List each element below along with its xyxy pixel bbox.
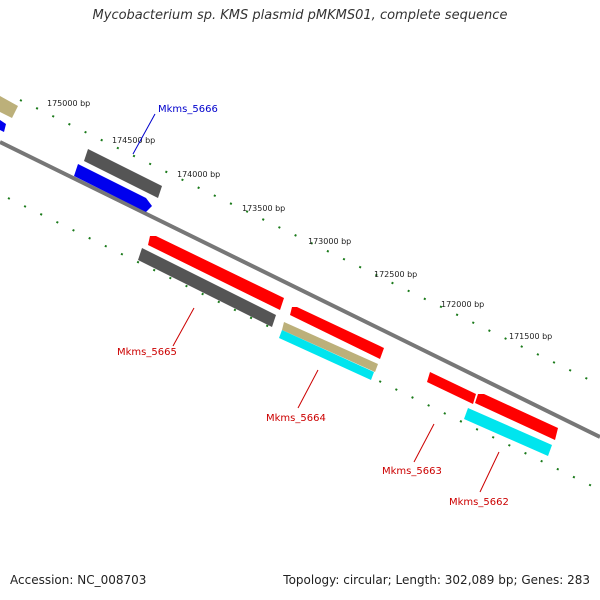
tick-label: 172000 bp	[441, 300, 484, 309]
tick-label: 172500 bp	[374, 270, 417, 279]
tick-label: 171500 bp	[509, 332, 552, 341]
tick-label: 175000 bp	[47, 99, 90, 108]
blue-gene-arrow	[0, 120, 6, 132]
label-leader-line	[132, 113, 156, 155]
topology-text: Topology: circular; Length: 302,089 bp; …	[283, 573, 590, 587]
gene-mkms-5663[interactable]	[427, 372, 476, 404]
tan-feature	[0, 96, 18, 118]
tick-label: 174500 bp	[112, 136, 155, 145]
red-gene-arrow[interactable]	[475, 394, 558, 440]
cyan-feature	[464, 408, 552, 456]
tan-feature	[282, 322, 378, 372]
plasmid-backbone	[0, 140, 600, 439]
label-leader-line	[413, 423, 435, 463]
label-leader-line	[172, 307, 195, 347]
tick-label: 173500 bp	[242, 204, 285, 213]
red-gene-arrow[interactable]	[290, 307, 384, 359]
cyan-feature	[279, 330, 374, 380]
grey-feature	[84, 149, 162, 198]
label-leader-line	[297, 369, 319, 409]
map-title: Mycobacterium sp. KMS plasmid pMKMS01, c…	[92, 8, 508, 23]
gene-label-mkms-5662[interactable]: Mkms_5662	[449, 497, 509, 508]
gene-label-mkms-5664[interactable]: Mkms_5664	[266, 413, 326, 424]
accession-text: Accession: NC_008703	[10, 573, 147, 587]
gene-label-mkms-5665[interactable]: Mkms_5665	[117, 347, 177, 358]
gene-label-mkms-5666[interactable]: Mkms_5666	[158, 104, 218, 115]
tick-label: 174000 bp	[177, 170, 220, 179]
tick-label: 173000 bp	[308, 237, 351, 246]
label-leader-line	[479, 451, 500, 493]
gene-mkms-5666[interactable]	[74, 164, 152, 212]
gene-label-mkms-5663[interactable]: Mkms_5663	[382, 466, 442, 477]
grey-feature	[138, 248, 276, 327]
red-gene-arrow[interactable]	[148, 236, 284, 310]
